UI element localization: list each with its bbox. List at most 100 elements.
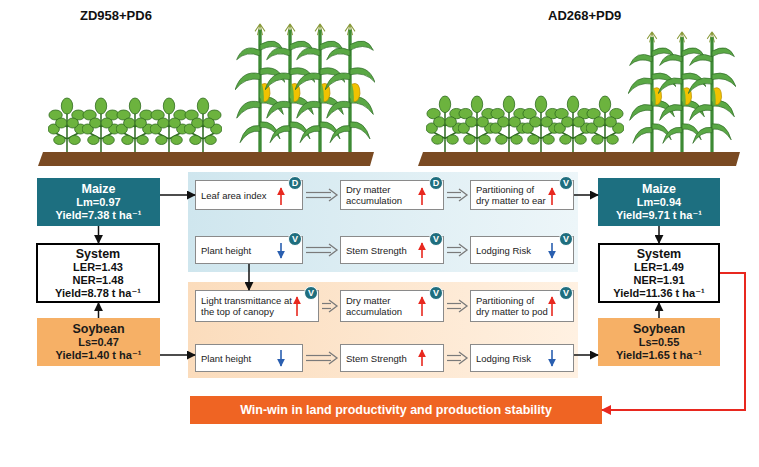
node-text: LER=1.49	[634, 261, 684, 274]
node-text: Dry matter accumulation	[346, 295, 419, 317]
double-arrow-line	[447, 355, 461, 356]
soybean-plant	[150, 98, 188, 153]
node-text: System	[637, 247, 681, 261]
double-arrow-line	[306, 360, 331, 361]
increase-arrow	[551, 188, 553, 205]
treatment-label: AD268+PD9	[548, 8, 621, 23]
process-box: Plant heightV	[195, 236, 303, 264]
node-text: System	[76, 247, 120, 261]
decrease-arrow	[551, 350, 553, 366]
maize-plant	[658, 32, 706, 154]
process-box: Dry matter accumulationV	[340, 290, 444, 322]
double-arrow	[306, 244, 337, 256]
maize-plant	[295, 24, 345, 154]
double-arrow-head	[459, 244, 467, 256]
node-text: Yield=1.65 t ha⁻¹	[616, 349, 702, 362]
node-text: Partitioning of dry matter to ear	[476, 184, 549, 206]
double-arrow	[306, 352, 337, 364]
soybean-plant	[48, 98, 86, 153]
double-arrow-head	[459, 300, 467, 312]
badge-circle: V	[429, 232, 443, 246]
maize-box: MaizeLm=0.94Yield=9.71 t ha⁻¹	[598, 178, 720, 226]
soybean-plant	[586, 96, 624, 153]
node-text: Leaf area index	[201, 190, 278, 201]
increase-arrow	[296, 297, 298, 316]
double-arrow-line	[447, 247, 461, 248]
maize-box: MaizeLm=0.97Yield=7.38 t ha⁻¹	[37, 178, 160, 226]
double-arrow-line	[306, 192, 331, 193]
soybean-plant	[116, 98, 154, 153]
soybean-process-band	[188, 282, 578, 378]
process-box: Leaf area indexD	[195, 180, 303, 210]
double-arrow-line	[447, 303, 461, 304]
arrow-connector	[98, 303, 100, 318]
system-box: SystemLER=1.43NER=1.48Yield=8.78 t ha⁻¹	[36, 243, 160, 303]
arrow-connector	[160, 194, 195, 196]
double-arrow	[447, 352, 467, 364]
node-text: Dry matter accumulation	[346, 184, 419, 206]
soil-strip	[38, 152, 374, 166]
double-arrow	[447, 244, 467, 256]
badge-circle: V	[559, 176, 573, 190]
arrow-connector	[574, 354, 598, 356]
decrease-arrow	[280, 350, 282, 366]
double-arrow-line	[447, 360, 461, 361]
double-arrow-line	[322, 308, 331, 309]
maize-process-band	[188, 172, 578, 272]
decrease-arrow	[551, 243, 553, 258]
double-arrow-line	[447, 197, 461, 198]
node-text: Yield=9.71 t ha⁻¹	[616, 209, 702, 222]
increase-arrow	[280, 188, 282, 205]
node-text: Lm=0.97	[76, 196, 120, 209]
maize-plant	[325, 24, 375, 154]
double-arrow	[322, 300, 337, 312]
conclusion-banner: Win-win in land productivity and product…	[190, 396, 602, 424]
node-text: Maize	[642, 182, 676, 196]
double-arrow	[447, 300, 467, 312]
badge-circle: V	[304, 286, 318, 300]
increase-arrow	[421, 297, 423, 316]
increase-arrow	[421, 243, 423, 258]
double-arrow-line	[306, 252, 331, 253]
double-arrow	[447, 189, 467, 201]
soybean-plant	[184, 98, 222, 153]
process-box: Stem Strength	[340, 344, 444, 372]
node-text: Partitioning of dry matter to pod	[476, 295, 549, 317]
process-box: Dry matter accumulationD	[340, 180, 444, 210]
soybean-box: SoybeanLs=0.47Yield=1.40 t ha⁻¹	[37, 318, 160, 366]
arrow-connector	[658, 303, 660, 318]
double-arrow-head	[329, 189, 337, 201]
soybean-plant	[82, 98, 120, 153]
increase-arrow	[421, 188, 423, 205]
node-text: Light transmittance at the top of canopy	[201, 295, 294, 317]
double-arrow-head	[329, 300, 337, 312]
double-arrow-line	[306, 197, 331, 198]
treatment-label: ZD958+PD6	[80, 8, 152, 23]
left-crop-illustration	[38, 24, 375, 166]
double-arrow-head	[329, 352, 337, 364]
badge-circle: V	[429, 286, 443, 300]
double-arrow-head	[459, 189, 467, 201]
badge-circle: V	[559, 286, 573, 300]
arrow-connector	[160, 354, 195, 356]
right-crop-illustration	[418, 32, 740, 166]
node-text: Plant height	[201, 353, 278, 364]
node-text: Yield=7.38 t ha⁻¹	[56, 209, 142, 222]
maize-plant	[235, 24, 285, 154]
double-arrow-line	[447, 192, 461, 193]
double-arrow-line	[447, 308, 461, 309]
soybean-plant	[522, 96, 560, 153]
node-text: LER=1.43	[73, 261, 123, 274]
soybean-plant	[554, 96, 592, 153]
node-text: Lm=0.94	[637, 196, 681, 209]
node-text: Yield=8.78 t ha⁻¹	[55, 287, 141, 300]
double-arrow-head	[329, 244, 337, 256]
arrow-connector	[574, 194, 598, 196]
increase-arrow	[421, 350, 423, 366]
node-text: Yield=11.36 t ha⁻¹	[613, 287, 704, 300]
maize-plant	[628, 32, 676, 154]
double-arrow	[306, 189, 337, 201]
node-text: V	[433, 234, 439, 244]
